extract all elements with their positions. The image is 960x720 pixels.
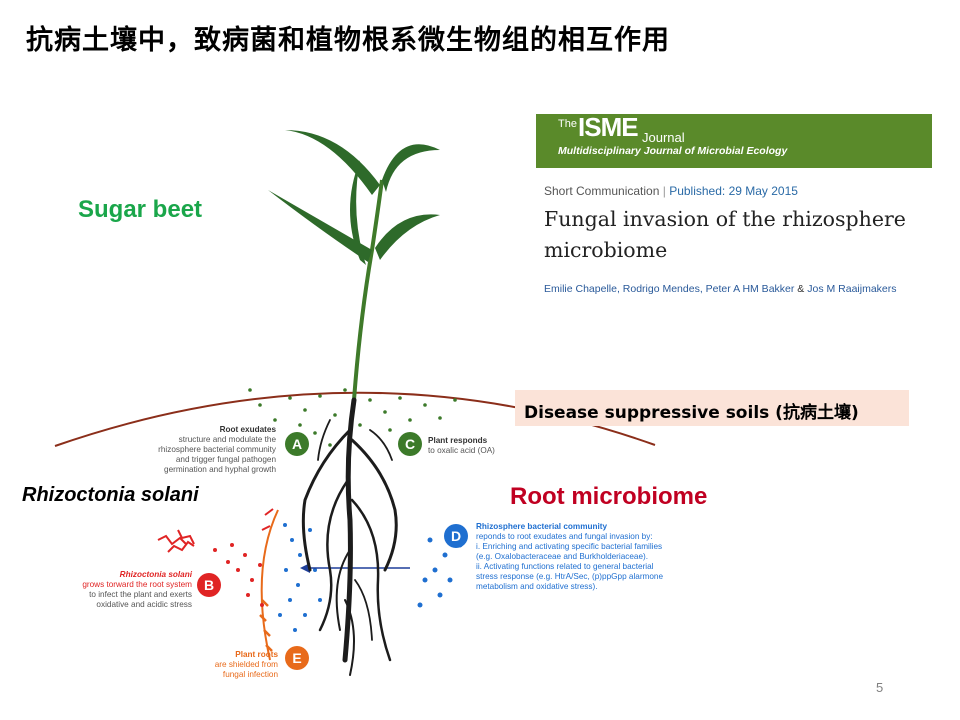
annotation-a-line: germination and hyphal growth <box>164 465 276 474</box>
article-type: Short Communication <box>544 184 660 198</box>
annotation-d: Rhizosphere bacterial community reponds … <box>476 522 663 592</box>
meta-separator: | <box>662 184 666 198</box>
disease-suppressive-box <box>515 390 909 426</box>
marker-e: E <box>285 646 309 670</box>
annotation-d-line: metabolism and oxidative stress). <box>476 582 598 591</box>
sugar-beet-label: Sugar beet <box>78 196 203 223</box>
annotation-b: Rhizoctonia solani grows torward the roo… <box>60 570 192 610</box>
annotation-b-line: grows torward the root system <box>82 580 192 589</box>
annotation-c-line: to oxalic acid (OA) <box>428 446 495 455</box>
marker-a: A <box>285 432 309 456</box>
plant-stem <box>352 179 384 401</box>
annotation-d-line: reponds to root exudates and fungal inva… <box>476 532 653 541</box>
journal-logo: ISME <box>578 112 639 142</box>
annotation-d-line: i. Enriching and activating specific bac… <box>476 542 663 551</box>
annotation-d-line: stress response (e.g. HtrA/Sec, (p)ppGpp… <box>476 572 664 581</box>
annotation-b-line: to infect the plant and exerts <box>89 590 192 599</box>
annotation-c: Plant responds to oxalic acid (OA) <box>428 436 495 456</box>
annotation-a-title: Root exudates <box>219 425 276 434</box>
slide-title: 抗病土壤中，致病菌和植物根系微生物组的相互作用 <box>26 25 670 56</box>
annotation-b-title: Rhizoctonia solani <box>119 570 192 579</box>
shield-dashes <box>259 599 273 652</box>
paper-authors: Emilie Chapelle, Rodrigo Mendes, Peter A… <box>544 283 897 295</box>
annotation-e: Plant roots are shielded from fungal inf… <box>196 650 278 680</box>
annotation-d-title: Rhizosphere bacterial community <box>476 522 608 531</box>
pathogen-dots <box>213 543 264 607</box>
paper-title: Fungal invasion of the rhizosphere micro… <box>544 207 906 262</box>
fungal-boundary-arc <box>260 509 279 661</box>
annotation-e-title: Plant roots <box>235 650 278 659</box>
exudate-dots <box>248 388 457 447</box>
root-microbiome-label: Root microbiome <box>510 483 708 510</box>
marker-d: D <box>444 524 468 548</box>
annotation-e-line: fungal infection <box>222 670 278 679</box>
annotation-a-line: rhizosphere bacterial community <box>158 445 276 454</box>
rhizoctonia-label: Rhizoctonia solani <box>22 484 199 506</box>
plant-roots <box>301 397 398 676</box>
paper-meta: Short Communication | Published: 29 May … <box>544 184 798 198</box>
annotation-a: Root exudates structure and modulate the… <box>140 425 276 475</box>
author-ampersand: & <box>797 283 805 295</box>
marker-b: B <box>197 573 221 597</box>
annotation-e-line: are shielded from <box>214 660 278 669</box>
fungal-hyphae <box>157 508 274 553</box>
author-last: Jos M Raaijmakers <box>807 283 897 295</box>
published-date: Published: 29 May 2015 <box>669 184 798 198</box>
annotation-a-line: and trigger fungal pathogen <box>175 455 276 464</box>
rhizosphere-diagram <box>54 130 656 676</box>
interaction-arrow <box>300 563 410 573</box>
plant-leaves <box>268 130 440 265</box>
annotation-d-line: (e.g. Oxalobacteraceae and Burkholderiac… <box>476 552 649 561</box>
page-number: 5 <box>876 680 884 695</box>
journal-banner <box>536 114 932 168</box>
disease-suppressive-label: Disease suppressive soils (抗病土壤) <box>524 403 859 423</box>
annotation-b-line: oxidative and acidic stress <box>96 600 192 609</box>
journal-word: Journal <box>642 130 685 145</box>
journal-subtitle: Multidisciplinary Journal of Microbial E… <box>558 145 788 157</box>
annotation-c-title: Plant responds <box>428 436 488 445</box>
author-list: Emilie Chapelle, Rodrigo Mendes, Peter A… <box>544 283 795 295</box>
journal-the: The <box>558 118 577 130</box>
marker-c: C <box>398 432 422 456</box>
annotation-d-line: ii. Activating functions related to gene… <box>476 562 654 571</box>
annotation-a-line: structure and modulate the <box>178 435 276 444</box>
